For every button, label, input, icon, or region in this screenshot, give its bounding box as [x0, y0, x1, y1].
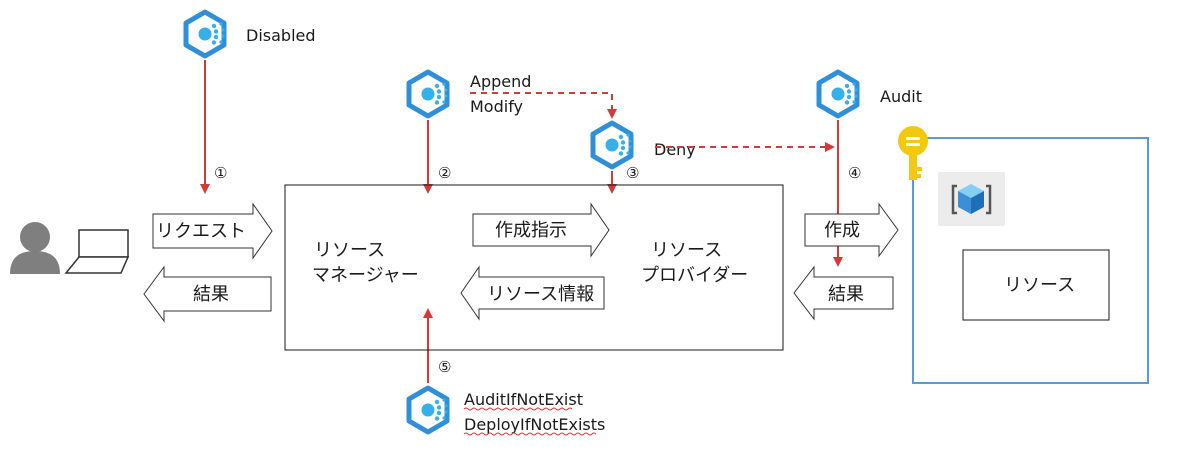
result-arrow-right-label: 結果 — [828, 284, 864, 305]
resource-info-arrow-label: リソース情報 — [487, 284, 594, 305]
policy-append-modify-icon — [409, 72, 448, 116]
policy-auditifnotexist-icon — [409, 388, 448, 432]
resource-manager-label-2: マネージャー — [312, 265, 419, 286]
request-arrow — [152, 202, 273, 260]
label-modify: Modify — [470, 97, 523, 116]
step-4: ④ — [848, 164, 861, 182]
create-instruction-arrow — [472, 202, 610, 258]
policy-disabled-icon — [186, 12, 225, 56]
spellcheck-underline — [463, 407, 573, 411]
request-arrow-label: リクエスト — [156, 221, 246, 242]
key-icon — [898, 126, 928, 180]
resource-provider-label-1: リソース — [651, 240, 722, 261]
user-icon — [10, 222, 60, 274]
label-deployifnotexists: DeployIfNotExists — [464, 415, 605, 434]
resource-manager-provider-box — [284, 184, 784, 351]
label-audit: Audit — [880, 87, 922, 106]
policy-deny-icon — [593, 123, 632, 167]
resource-manager-label-1: リソース — [314, 240, 385, 261]
label-disabled: Disabled — [246, 26, 316, 45]
spellcheck-underline — [463, 432, 597, 436]
resource-provider-label-2: プロバイダー — [641, 265, 748, 286]
label-auditifnotexist: AuditIfNotExist — [464, 390, 583, 409]
step-1: ① — [214, 164, 227, 182]
laptop-icon — [64, 229, 130, 274]
dashed-arrow-append-to-deny — [470, 92, 617, 119]
label-deny: Deny — [654, 140, 696, 159]
resource-box — [962, 249, 1110, 321]
resource-info-arrow — [460, 265, 605, 321]
label-append: Append — [470, 72, 531, 91]
resource-group-border — [912, 137, 1149, 384]
create-arrow-label: 作成 — [824, 220, 860, 241]
step-2: ② — [438, 164, 451, 182]
policy-audit-icon — [819, 72, 858, 116]
step-5: ⑤ — [438, 358, 451, 376]
result-arrow-left-label: 結果 — [193, 284, 229, 305]
create-instruction-arrow-label: 作成指示 — [495, 220, 567, 241]
result-arrow-right — [793, 265, 894, 321]
result-arrow-left — [143, 265, 272, 323]
resource-cube-icon — [938, 172, 1005, 226]
step-3: ③ — [626, 164, 639, 182]
resource-box-label: リソース — [1004, 275, 1075, 296]
create-arrow — [804, 202, 899, 258]
